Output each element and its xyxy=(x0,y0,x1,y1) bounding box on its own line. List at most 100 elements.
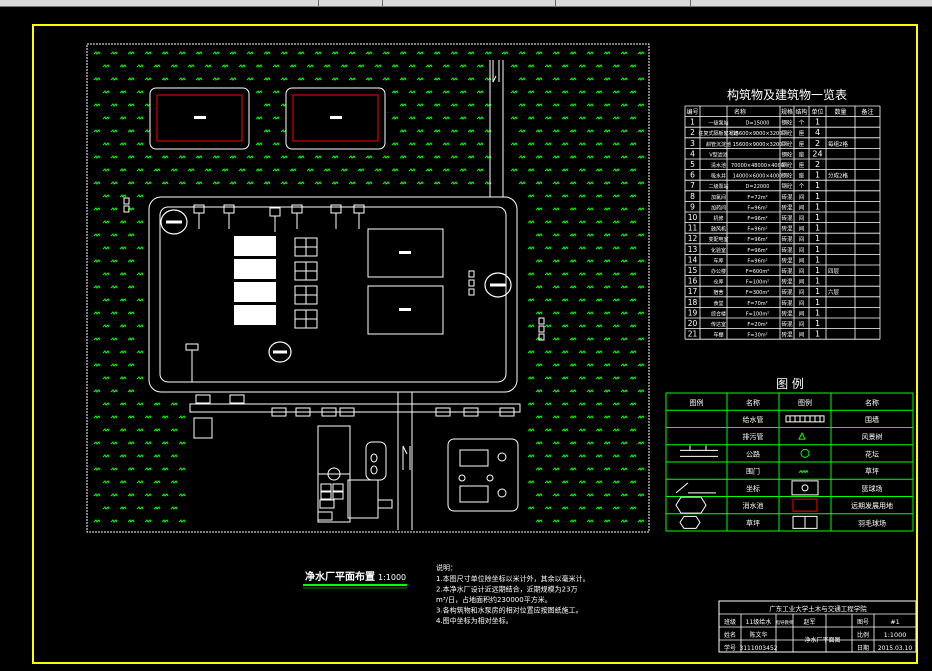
table-cell: 12 xyxy=(688,234,698,243)
tree-field xyxy=(93,51,645,523)
table-cell: 间 xyxy=(799,299,805,307)
plan-title: 净水厂平面布置 xyxy=(305,570,375,583)
table-cell: 间 xyxy=(799,288,805,296)
table-cell: 综合楼 xyxy=(711,310,726,317)
table-cell: 车库 xyxy=(713,257,723,264)
table-cell: 10 xyxy=(688,213,698,222)
v-filter-beds xyxy=(294,237,318,329)
legend-header: 名称 xyxy=(746,398,760,407)
office-block xyxy=(447,438,519,512)
drawing-name: 净水厂平面图 xyxy=(804,636,840,644)
table-cell: F=96m² xyxy=(747,205,767,211)
table-cell: 15600×9000×3200 xyxy=(733,142,783,148)
table-cell: 1 xyxy=(690,118,695,127)
table-cell: 砖混 xyxy=(781,214,793,222)
table-cell: 斜管沉淀池 xyxy=(706,141,731,148)
gatehouse xyxy=(193,417,213,439)
table-header-cell: 备注 xyxy=(861,108,873,116)
legend-label: 草坪 xyxy=(865,467,879,476)
table-cell: 2 xyxy=(815,160,820,169)
table-cell: 5 xyxy=(690,160,695,169)
table-cell: 钢砼 xyxy=(781,140,793,148)
legend-label: 远期发展用地 xyxy=(851,501,893,510)
table-cell: 19 xyxy=(688,308,698,317)
table-cell: 二级泵站 xyxy=(708,183,728,190)
table-title: 构筑物及建筑物一览表 xyxy=(727,87,847,102)
table-cell: 70000×48000×4000 xyxy=(731,163,784,169)
table-cell: 钢砼 xyxy=(781,119,793,127)
table-cell: 16 xyxy=(688,277,698,286)
table-cell: 清水池 xyxy=(711,162,726,169)
table-cell: 2 xyxy=(815,139,820,148)
table-cell: 传达室 xyxy=(711,321,726,328)
south-road-arrow-icon xyxy=(402,445,411,470)
table-cell: 14000×6000×4000 xyxy=(733,174,783,180)
table-cell: 17 xyxy=(688,287,698,296)
table-cell: 3 xyxy=(690,139,695,148)
table-cell: 15600×9000×3200 xyxy=(733,131,783,137)
legend-label: 给水管 xyxy=(743,415,764,424)
process-area xyxy=(159,206,507,383)
table-cell: 1 xyxy=(815,213,820,222)
table-header-cell: 规格 xyxy=(781,108,793,116)
site-boundary xyxy=(86,43,650,533)
table-cell: 砖混 xyxy=(781,235,793,243)
table-cell: 间 xyxy=(799,214,805,222)
table-cell: 砖混 xyxy=(781,309,793,317)
check-value: 赵军 xyxy=(803,618,815,626)
legend-label: 围门 xyxy=(746,467,760,476)
table-cell: F=96m² xyxy=(747,216,767,222)
app-toolbar-strip xyxy=(0,0,932,7)
table-cell: 间 xyxy=(799,320,805,328)
pipe-fittings xyxy=(123,197,545,382)
table-cell: 1 xyxy=(815,298,820,307)
table-cell: V型滤池 xyxy=(709,151,727,158)
table-cell: 间 xyxy=(799,235,805,243)
table-header-cell: 结构 xyxy=(795,108,807,116)
table-cell: 吸水井 xyxy=(711,173,726,180)
table-cell: 砖混 xyxy=(781,299,793,307)
north-road-arrow-icon xyxy=(492,60,500,83)
plan-scale: 1:1000 xyxy=(378,573,406,582)
table-cell: 一级泵站 xyxy=(708,120,728,127)
table-cell: 砖混 xyxy=(781,203,793,211)
table-cell: 间 xyxy=(799,193,805,201)
future-land-right-outline xyxy=(292,94,379,142)
table-cell: 座 xyxy=(799,129,805,137)
dormitory xyxy=(347,479,379,519)
table-cell: F=20m² xyxy=(747,322,767,328)
table-cell: 18 xyxy=(688,298,698,307)
flocculation-tanks xyxy=(234,236,276,325)
table-cell: 7 xyxy=(690,181,695,190)
id-label: 学号 xyxy=(724,644,736,652)
legend-label: 围墙 xyxy=(865,415,879,424)
table-cell: 间 xyxy=(799,278,805,286)
table-cell: 间 xyxy=(799,267,805,275)
north-road xyxy=(489,60,504,197)
table-cell: 分成2格 xyxy=(828,172,848,180)
table-cell: 1 xyxy=(815,266,820,275)
table-cell: 个 xyxy=(799,183,805,190)
site-plan xyxy=(86,43,650,533)
note-line: m³/日，占地面积约230000平方米。 xyxy=(436,595,552,604)
table-cell: 21 xyxy=(688,330,698,339)
flower-bed xyxy=(365,441,387,481)
table-cell: 砖混 xyxy=(781,320,793,328)
table-cell: 24 xyxy=(812,149,822,158)
table-cell: 钢砼 xyxy=(781,129,793,137)
legend-label: 消水池 xyxy=(743,501,764,510)
legend-label: 花坛 xyxy=(865,449,879,458)
table-cell: F=72m² xyxy=(747,195,767,201)
suction-well xyxy=(268,341,292,363)
class-label: 班级 xyxy=(724,618,736,626)
note-line: 1.本图尺寸单位除坐标以米计外，其余以毫米计。 xyxy=(436,574,590,583)
legend-title: 图 例 xyxy=(776,377,804,391)
legend-label: 羽毛球场 xyxy=(858,518,886,527)
table-cell: D=15000 xyxy=(746,121,770,127)
table-cell: 1 xyxy=(815,202,820,211)
table-cell: 15 xyxy=(688,266,698,275)
table-cell: 座 xyxy=(799,172,805,180)
table-cell: 11 xyxy=(688,224,698,233)
table-cell: 座 xyxy=(799,150,805,158)
